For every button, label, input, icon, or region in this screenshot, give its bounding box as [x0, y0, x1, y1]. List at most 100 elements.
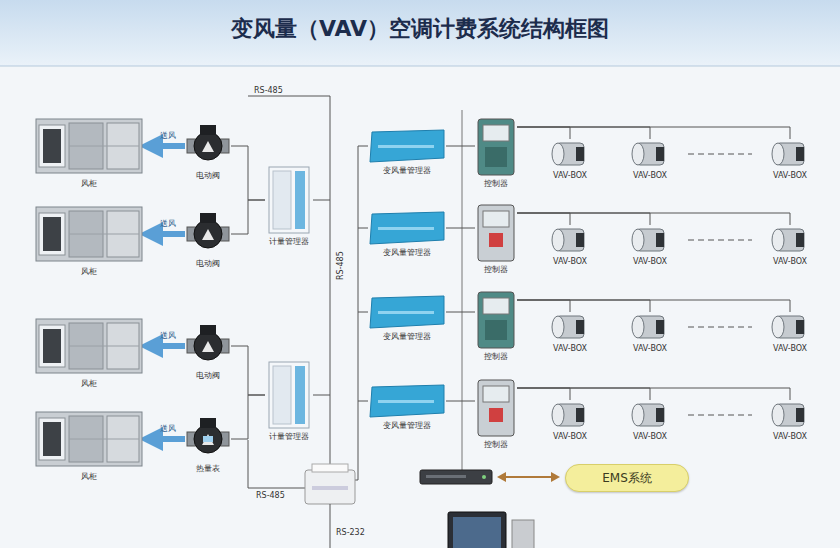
valve-device: 电动阀	[185, 123, 231, 181]
valve-icon	[185, 123, 231, 169]
device-label: 控制器	[475, 351, 517, 362]
device-label: 变风量管理器	[368, 420, 446, 431]
signal-wire	[517, 388, 790, 400]
vav-icon	[550, 139, 590, 169]
ctrlr-device: 控制器	[475, 203, 517, 275]
blue-device: 变风量管理器	[368, 383, 446, 431]
valve-icon	[185, 323, 231, 369]
ctrlg-icon	[475, 117, 517, 177]
signal-label: RS-485	[336, 251, 346, 280]
vav-device: VAV-BOX	[770, 312, 810, 354]
meter-icon	[265, 165, 313, 235]
signal-wire	[446, 312, 475, 313]
device-label: 计量管理器	[265, 236, 313, 247]
vav-icon	[630, 225, 670, 255]
device-label: VAV-BOX	[770, 431, 810, 442]
signal-wire	[517, 388, 650, 400]
device-label: VAV-BOX	[550, 170, 590, 181]
ctrlr-device: 控制器	[475, 378, 517, 450]
vav-icon	[630, 400, 670, 430]
meter-device: 计量管理器	[265, 360, 313, 442]
ahu-icon	[35, 315, 143, 377]
vav-device: VAV-BOX	[630, 312, 670, 354]
vav-device: VAV-BOX	[630, 400, 670, 442]
device-label: 电动阀	[185, 370, 231, 381]
edge-label: 送风	[160, 219, 176, 229]
ctrlr-icon	[475, 378, 517, 438]
device-label: VAV-BOX	[770, 343, 810, 354]
meter-device: 计量管理器	[265, 165, 313, 247]
ahu-icon	[35, 115, 143, 177]
valve-icon	[185, 211, 231, 257]
blue-icon	[368, 128, 446, 164]
device-label: VAV-BOX	[550, 256, 590, 267]
bus-wire	[313, 200, 330, 201]
bus-wire	[248, 440, 249, 488]
vav-icon	[770, 400, 810, 430]
vav-icon	[630, 312, 670, 342]
signal-wire	[231, 200, 265, 234]
meterv-icon	[185, 416, 231, 462]
air-flow-arrow	[151, 143, 185, 149]
ctrlr-icon	[475, 203, 517, 263]
signal-wire	[517, 300, 790, 312]
signal-label: RS-485	[256, 491, 285, 501]
device-label: VAV-BOX	[630, 256, 670, 267]
air-flow-arrow	[151, 343, 185, 349]
device-label: 风柜	[35, 471, 143, 482]
vav-icon	[770, 139, 810, 169]
device-label: VAV-BOX	[630, 431, 670, 442]
device-label: 电动阀	[185, 170, 231, 181]
signal-wire	[517, 213, 650, 225]
bus-wire	[462, 110, 463, 470]
device-label: 电动阀	[185, 258, 231, 269]
ctrlg-device: 控制器	[475, 117, 517, 189]
blue-device: 变风量管理器	[368, 128, 446, 176]
device-label: 计量管理器	[265, 431, 313, 442]
device-label: 热量表	[185, 463, 231, 474]
bus-wire	[313, 395, 330, 396]
ctrlg-icon	[475, 290, 517, 350]
device-label: 风柜	[35, 378, 143, 389]
meterv-device: 热量表	[185, 416, 231, 474]
meter-icon	[265, 360, 313, 430]
edge-label: 送风	[160, 131, 176, 141]
ahu-device: 风柜	[35, 408, 143, 482]
signal-wire	[231, 346, 265, 395]
ahu-icon	[35, 408, 143, 470]
vav-device: VAV-BOX	[630, 225, 670, 267]
vav-device: VAV-BOX	[770, 400, 810, 442]
vav-device: VAV-BOX	[550, 400, 590, 442]
ahu-device: 风柜	[35, 315, 143, 389]
signal-wire	[517, 213, 790, 225]
device-label: VAV-BOX	[770, 256, 810, 267]
device-label: 控制器	[475, 439, 517, 450]
air-flow-arrow	[151, 231, 185, 237]
device-label: 控制器	[475, 264, 517, 275]
signal-wire	[517, 127, 650, 139]
signal-label: RS-485	[254, 86, 283, 96]
device-label: 风柜	[35, 266, 143, 277]
ahu-device: 风柜	[35, 203, 143, 277]
bus-wire	[248, 488, 305, 489]
edge-label: 送风	[160, 331, 176, 341]
signal-wire	[517, 300, 650, 312]
air-flow-arrow	[151, 436, 185, 442]
signal-label: RS-232	[336, 528, 365, 538]
edge-label: 送风	[160, 424, 176, 434]
vav-icon	[630, 139, 670, 169]
vav-device: VAV-BOX	[550, 225, 590, 267]
device-label: 变风量管理器	[368, 331, 446, 342]
computer-icon	[448, 512, 534, 548]
vav-device: VAV-BOX	[630, 139, 670, 181]
ctrlg-device: 控制器	[475, 290, 517, 362]
device-label: 控制器	[475, 178, 517, 189]
vav-device: VAV-BOX	[770, 225, 810, 267]
signal-wire	[517, 127, 570, 139]
device-label: VAV-BOX	[550, 343, 590, 354]
signal-wire	[446, 228, 475, 229]
bus-wire	[330, 96, 331, 470]
vav-icon	[550, 225, 590, 255]
switch-icon	[420, 470, 492, 484]
signal-wire	[446, 146, 475, 147]
